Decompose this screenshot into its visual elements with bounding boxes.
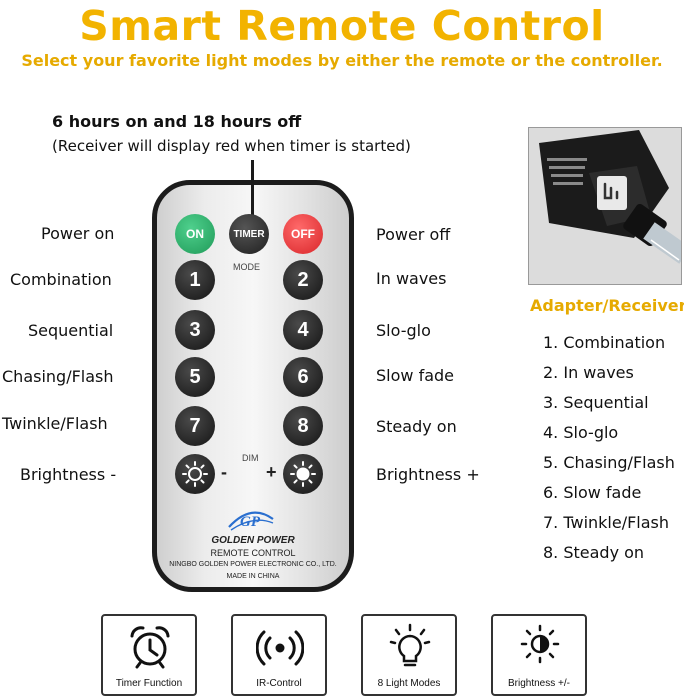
label-sequential: Sequential bbox=[28, 321, 114, 340]
off-button[interactable]: OFF bbox=[283, 214, 323, 254]
feature-brightness: Brightness +/- bbox=[491, 614, 587, 696]
sun-outline-icon bbox=[182, 461, 208, 487]
label-power-off: Power off bbox=[376, 225, 451, 244]
label-brightness-plus: Brightness + bbox=[376, 465, 480, 484]
feature-ir: IR-Control bbox=[231, 614, 327, 696]
mode-list-item: 1. Combination bbox=[543, 333, 666, 352]
mode-8-button[interactable]: 8 bbox=[283, 406, 323, 446]
label-in-waves: In waves bbox=[376, 269, 447, 288]
brand-name: GOLDEN POWER bbox=[211, 535, 295, 546]
mode-list-item: 8. Steady on bbox=[543, 543, 645, 562]
ir-signal-icon bbox=[256, 630, 304, 666]
mode-4-button[interactable]: 4 bbox=[283, 310, 323, 350]
origin-text: MADE IN CHINA bbox=[226, 573, 280, 580]
timer-note-line2: (Receiver will display red when timer is… bbox=[52, 137, 411, 155]
mode-list-item: 4. Slo-glo bbox=[543, 423, 619, 442]
adapter-illustration bbox=[529, 128, 681, 284]
feature-brightness-label: Brightness +/- bbox=[508, 678, 570, 689]
company-name: NINGBO GOLDEN POWER ELECTRONIC CO., LTD. bbox=[169, 561, 337, 568]
mode-7-button[interactable]: 7 bbox=[175, 406, 215, 446]
feature-timer-label: Timer Function bbox=[115, 678, 183, 689]
light-bulb-icon bbox=[389, 623, 431, 667]
logo-text: GP bbox=[240, 514, 261, 530]
label-combination: Combination bbox=[10, 270, 112, 289]
label-steady-on: Steady on bbox=[376, 417, 457, 436]
adapter-title: Adapter/Receiver bbox=[530, 296, 684, 315]
minus-sign: - bbox=[221, 462, 227, 482]
plus-sign: + bbox=[266, 462, 277, 482]
mode-list-item: 6. Slow fade bbox=[543, 483, 642, 502]
alarm-clock-icon bbox=[130, 626, 170, 669]
mode-list-item: 5. Chasing/Flash bbox=[543, 453, 675, 472]
label-chasing-flash: Chasing/Flash bbox=[2, 367, 114, 386]
timer-pointer-line bbox=[251, 160, 254, 216]
feature-ir-label: IR-Control bbox=[256, 678, 302, 689]
label-slo-glo: Slo-glo bbox=[376, 321, 431, 340]
mode-2-button[interactable]: 2 bbox=[283, 260, 323, 300]
mode-3-button[interactable]: 3 bbox=[175, 310, 215, 350]
page-subtitle: Select your favorite light modes by eith… bbox=[21, 51, 663, 70]
mode-1-button[interactable]: 1 bbox=[175, 260, 215, 300]
sun-filled-icon bbox=[290, 461, 316, 487]
adapter-photo bbox=[528, 127, 682, 285]
timer-button[interactable]: TIMER bbox=[229, 214, 269, 254]
mode-label: MODE bbox=[233, 262, 260, 272]
brightness-icon bbox=[520, 624, 560, 664]
product-name: REMOTE CONTROL bbox=[210, 548, 296, 558]
dim-label: DIM bbox=[242, 453, 259, 463]
feature-timer: Timer Function bbox=[101, 614, 197, 696]
golden-power-logo: GP bbox=[228, 511, 274, 531]
feature-light-modes-label: 8 Light Modes bbox=[377, 678, 441, 689]
mode-5-button[interactable]: 5 bbox=[175, 357, 215, 397]
feature-light-modes: 8 Light Modes bbox=[361, 614, 457, 696]
mode-list-item: 2. In waves bbox=[543, 363, 634, 382]
mode-list-item: 7. Twinkle/Flash bbox=[543, 513, 670, 532]
dim-up-button[interactable] bbox=[283, 454, 323, 494]
on-button[interactable]: ON bbox=[175, 214, 215, 254]
page-title: Smart Remote Control bbox=[79, 2, 605, 50]
label-twinkle-flash: Twinkle/Flash bbox=[2, 414, 108, 433]
mode-6-button[interactable]: 6 bbox=[283, 357, 323, 397]
mode-list-item: 3. Sequential bbox=[543, 393, 649, 412]
timer-note-line1: 6 hours on and 18 hours off bbox=[52, 112, 302, 131]
dim-down-button[interactable] bbox=[175, 454, 215, 494]
label-slow-fade: Slow fade bbox=[376, 366, 454, 385]
label-power-on: Power on bbox=[41, 224, 115, 243]
label-brightness-minus: Brightness - bbox=[20, 465, 117, 484]
